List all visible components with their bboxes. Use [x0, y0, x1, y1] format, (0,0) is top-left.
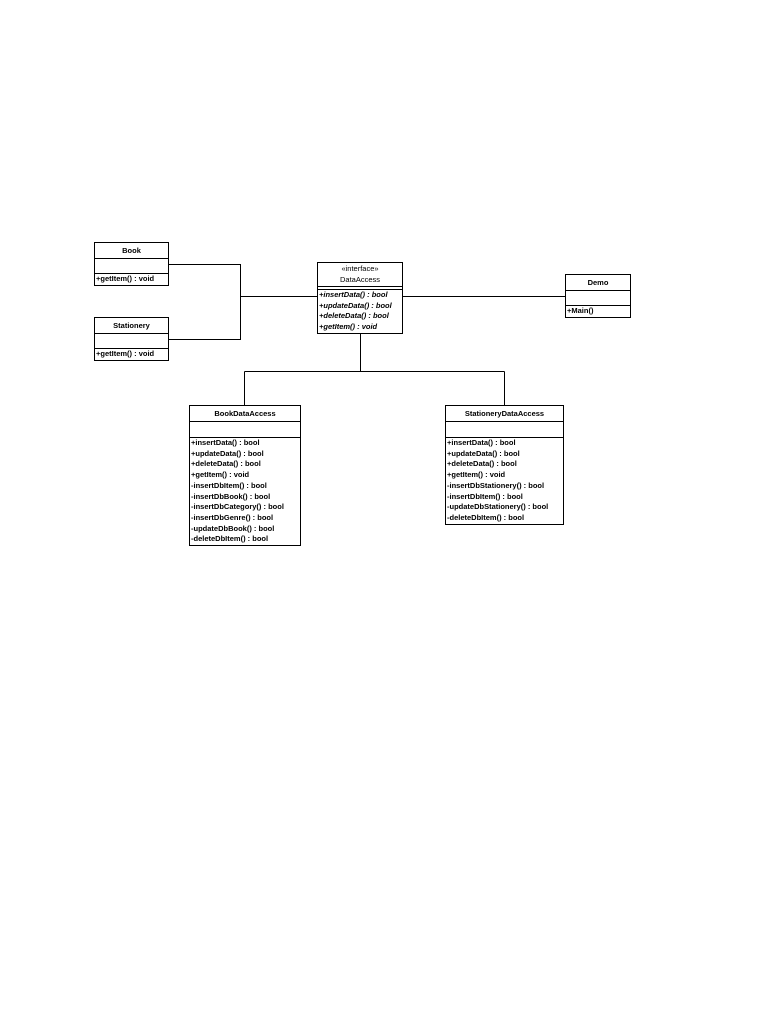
operation: +insertData() : bool [447, 438, 516, 447]
operations-compartment: +getItem() : void [95, 349, 168, 360]
class-stationerydataaccess: StationeryDataAccess +insertData() : boo… [445, 405, 564, 525]
class-name: Stationery [95, 318, 168, 334]
stereotype-label: «interface» [341, 264, 379, 273]
operation: +Main() [567, 306, 594, 315]
operation: +getItem() : void [96, 349, 155, 358]
attributes-compartment [318, 287, 402, 290]
class-name: StationeryDataAccess [446, 406, 563, 422]
operation: -insertDbBook() : bool [191, 491, 271, 501]
class-bookdataaccess: BookDataAccess +insertData() : bool +upd… [189, 405, 301, 547]
operation: +insertData() : bool [319, 290, 388, 299]
operation: -updateDbBook() : bool [191, 523, 275, 533]
attributes-compartment [95, 334, 168, 349]
class-name: Book [95, 243, 168, 259]
operation: +updateData() : bool [191, 448, 264, 458]
attributes-compartment [95, 259, 168, 274]
operation: +getItem() : void [447, 470, 506, 480]
operation: -updateDbStationery() : bool [447, 502, 549, 512]
operation: +updateData() : bool [319, 300, 392, 310]
class-demo: Demo +Main() [565, 274, 631, 318]
operation: +insertData() : bool [191, 438, 260, 447]
operation: -deleteDbItem() : bool [447, 512, 525, 522]
class-name-block: «interface» DataAccess [318, 263, 402, 287]
class-name: BookDataAccess [190, 406, 300, 422]
operations-compartment: +insertData() : bool +updateData() : boo… [190, 438, 300, 545]
operation: -deleteDbItem() : bool [191, 534, 269, 544]
interface-dataaccess: «interface» DataAccess +insertData() : b… [317, 262, 403, 334]
attributes-compartment [566, 291, 630, 306]
class-name: DataAccess [339, 274, 381, 284]
attributes-compartment [446, 422, 563, 438]
operation: +getItem() : void [96, 274, 155, 283]
operation: +deleteData() : bool [447, 459, 517, 469]
class-book: Book +getItem() : void [94, 242, 169, 286]
class-name: Demo [566, 275, 630, 291]
attributes-compartment [190, 422, 300, 438]
operation: -insertDbItem() : bool [447, 491, 523, 501]
operation: -insertDbGenre() : bool [191, 512, 274, 522]
operations-compartment: +insertData() : bool +updateData() : boo… [318, 290, 402, 333]
operations-compartment: +insertData() : bool +updateData() : boo… [446, 438, 563, 524]
operations-compartment: +getItem() : void [95, 274, 168, 285]
operation: +getItem() : void [191, 470, 250, 480]
operation: +deleteData() : bool [319, 311, 389, 321]
class-stationery: Stationery +getItem() : void [94, 317, 169, 361]
operation: -insertDbStationery() : bool [447, 480, 545, 490]
operation: +deleteData() : bool [191, 459, 261, 469]
operation: +updateData() : bool [447, 448, 520, 458]
operation: -insertDbItem() : bool [191, 480, 267, 490]
operations-compartment: +Main() [566, 306, 630, 317]
operation: -insertDbCategory() : bool [191, 502, 284, 512]
operation: +getItem() : void [319, 322, 378, 332]
